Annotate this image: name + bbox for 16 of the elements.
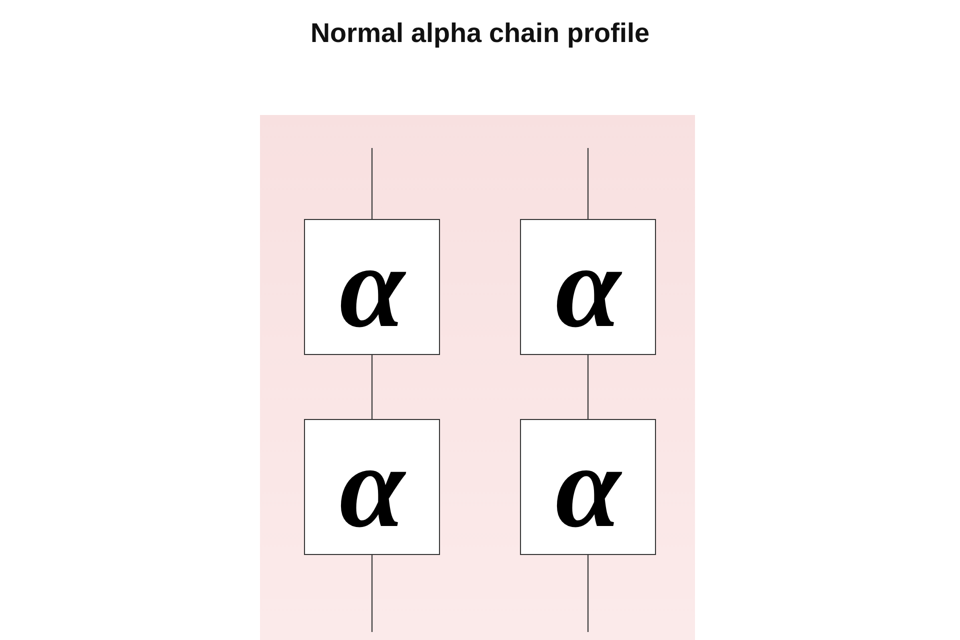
alpha-symbol: α [555,228,621,346]
alpha-box [304,419,440,555]
alpha-symbol: α [339,428,405,546]
diagram-title: Normal alpha chain profile [309,18,651,49]
connector-line [371,148,373,219]
connector-line [587,148,589,219]
alpha-symbol: α [339,228,405,346]
connector-line [587,555,589,632]
alpha-symbol: α [555,428,621,546]
connector-line [371,555,373,632]
alpha-box [520,219,656,355]
connector-line [587,355,589,419]
alpha-box [304,219,440,355]
connector-line [371,355,373,419]
alpha-box [520,419,656,555]
background-panel [260,115,695,640]
